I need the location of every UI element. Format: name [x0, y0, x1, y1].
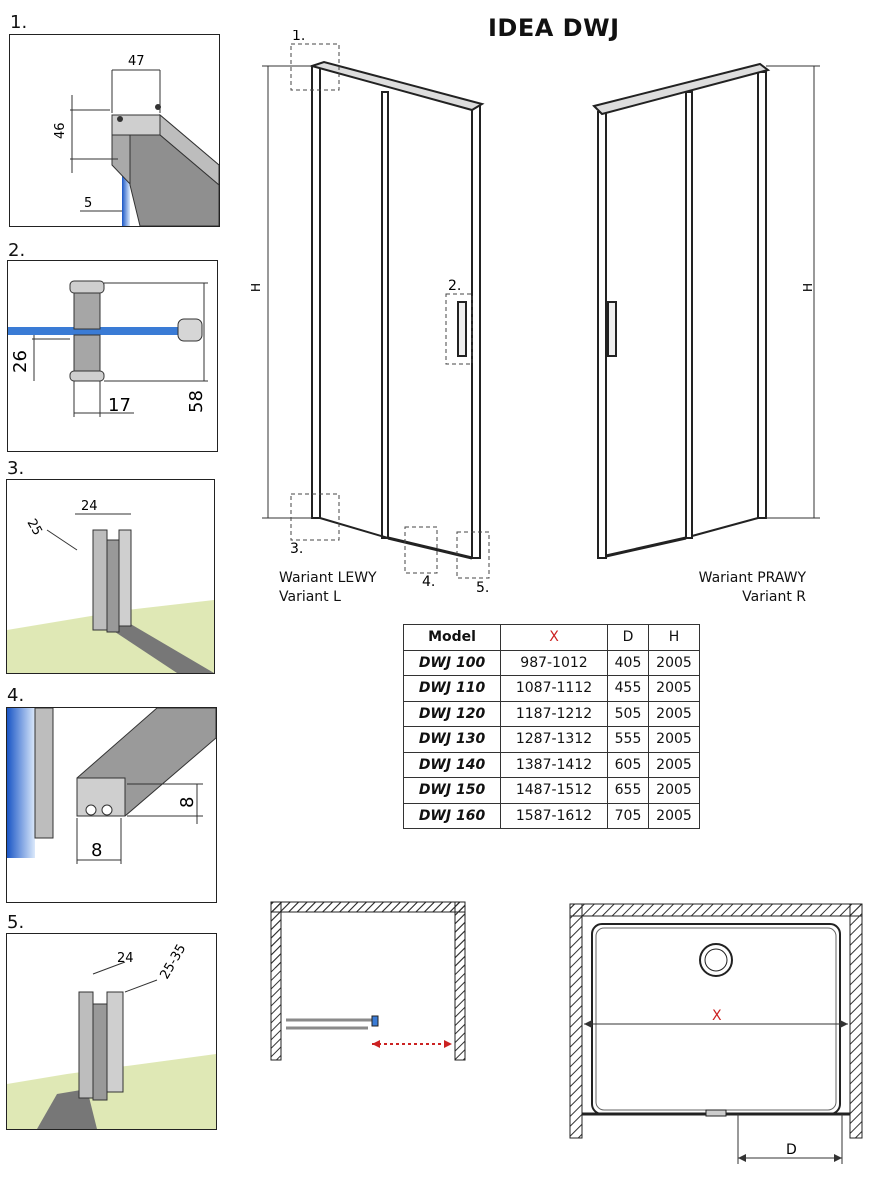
cell-d: 405: [607, 649, 649, 676]
cell-x: 1087-1112: [500, 675, 608, 702]
cell-d: 505: [607, 700, 649, 727]
page-title: IDEA DWJ: [488, 14, 620, 42]
dim-24: 24: [81, 499, 98, 514]
cell-model: DWJ 140: [403, 751, 501, 778]
dim-24: 24: [117, 951, 134, 966]
top-view-plan: X D: [569, 903, 863, 1164]
dim-25-35: 25-35: [157, 942, 189, 982]
cell-d: 605: [607, 751, 649, 778]
detail-3-panel: 24 25: [6, 479, 215, 674]
callout-1: 1.: [292, 30, 305, 44]
cell-h: 2005: [648, 777, 700, 804]
dim-5: 5: [84, 196, 92, 211]
callout-4: 4.: [422, 574, 435, 590]
detail-1-label: 1.: [10, 12, 28, 33]
detail-5-panel: 24 25-35: [6, 933, 217, 1130]
detail-1-panel: 47 46 5: [9, 34, 220, 227]
cell-d: 655: [607, 777, 649, 804]
cell-h: 2005: [648, 675, 700, 702]
detail-5-label: 5.: [7, 912, 25, 933]
cell-model: DWJ 110: [403, 675, 501, 702]
col-d: D: [607, 624, 649, 651]
col-model: Model: [403, 624, 501, 651]
right-variant-caption: Wariant PRAWY Variant R: [690, 569, 806, 607]
cell-x: 1187-1212: [500, 700, 608, 727]
left-variant-line1: Wariant LEWY: [279, 570, 377, 586]
dim-46: 46: [53, 122, 68, 139]
table-header-row: Model X D H: [403, 624, 700, 651]
cell-x: 1387-1412: [500, 751, 608, 778]
cell-x: 1287-1312: [500, 726, 608, 753]
left-variant-caption: Wariant LEWY Variant L: [279, 569, 377, 607]
left-variant-door: [308, 60, 485, 560]
cell-h: 2005: [648, 751, 700, 778]
dim-26: 26: [10, 350, 31, 373]
right-variant-line1: Wariant PRAWY: [698, 570, 806, 586]
right-variant-line2: Variant R: [742, 589, 806, 605]
col-h: H: [648, 624, 700, 651]
plan-x-label: X: [712, 1008, 722, 1024]
callout-5: 5.: [476, 580, 489, 596]
cell-d: 705: [607, 802, 649, 829]
col-x: X: [500, 624, 608, 651]
cell-model: DWJ 120: [403, 700, 501, 727]
cell-d: 555: [607, 726, 649, 753]
dim-8-vertical: 8: [177, 797, 198, 808]
right-variant-door: [592, 62, 771, 559]
dim-58: 58: [186, 390, 207, 413]
detail-4-panel: 8 8: [6, 707, 217, 903]
detail-3-label: 3.: [7, 458, 25, 479]
right-height-label: H: [801, 283, 815, 292]
cell-x: 1587-1612: [500, 802, 608, 829]
detail-2-drawing: 26 17 58: [8, 280, 208, 417]
detail-3-drawing: 24 25: [7, 499, 214, 673]
detail-4-drawing: 8 8: [7, 708, 216, 864]
detail-1-drawing: 47 46 5: [53, 54, 219, 226]
dim-17: 17: [108, 395, 131, 416]
dim-8-horizontal: 8: [91, 840, 102, 861]
detail-2-label: 2.: [8, 240, 26, 261]
cell-h: 2005: [648, 726, 700, 753]
elevation-drawing: H 1. 2. 3. 4. 5. H: [250, 30, 820, 596]
dim-25: 25: [24, 517, 45, 539]
callout-2: 2.: [448, 278, 461, 294]
dim-47: 47: [128, 54, 145, 69]
detail-5-drawing: 24 25-35: [7, 942, 216, 1129]
cell-model: DWJ 150: [403, 777, 501, 804]
cell-x: 1487-1512: [500, 777, 608, 804]
left-height-label: H: [250, 283, 263, 292]
cell-h: 2005: [648, 700, 700, 727]
cell-model: DWJ 100: [403, 649, 501, 676]
left-variant-line2: Variant L: [279, 589, 341, 605]
cell-model: DWJ 130: [403, 726, 501, 753]
cell-model: DWJ 160: [403, 802, 501, 829]
detail-4-label: 4.: [7, 685, 25, 706]
cell-h: 2005: [648, 649, 700, 676]
plan-d-label: D: [786, 1142, 797, 1158]
cell-d: 455: [607, 675, 649, 702]
cell-x: 987-1012: [500, 649, 608, 676]
detail-2-panel: 26 17 58: [7, 260, 218, 452]
opening-plan-walls: [270, 901, 466, 1061]
callout-3: 3.: [290, 541, 303, 557]
cell-h: 2005: [648, 802, 700, 829]
